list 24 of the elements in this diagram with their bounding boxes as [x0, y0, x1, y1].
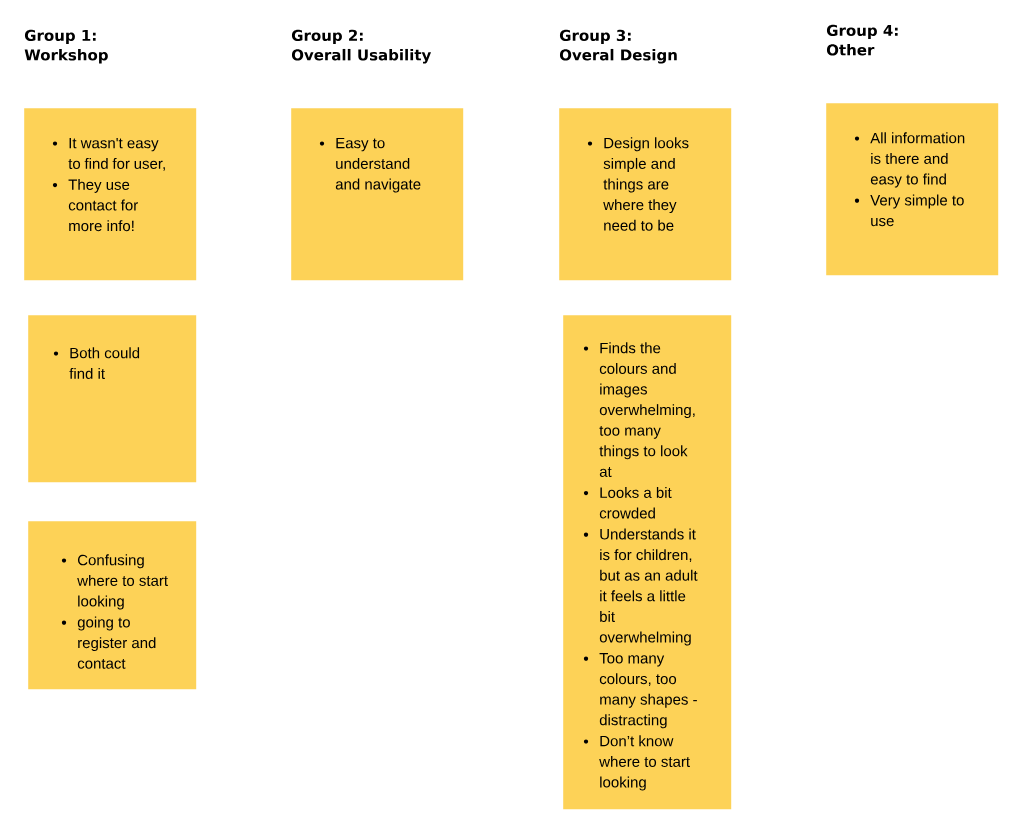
note-text: It wasn't easy to find for user,: [68, 137, 165, 171]
note-text: Too many colours, too many shapes - distracting: [599, 653, 697, 729]
note-text: Easy to understand and navigate: [335, 137, 421, 193]
group-heading: Group 2: Overall Usability: [291, 29, 431, 64]
sticky-note: [563, 315, 732, 810]
note-text: Both could find it: [69, 347, 140, 379]
sticky-note: [826, 103, 999, 276]
note-text: Understands it is for children, but as an adult it feels a little bit overwhelming: [599, 528, 698, 646]
sticky-note: [28, 521, 197, 690]
note-text: going to register and contact: [77, 616, 156, 669]
group-heading: Group 1: Workshop: [24, 29, 108, 64]
note-text: All information is there and easy to find: [870, 132, 965, 188]
note-text: Don’t know where to start looking: [599, 735, 690, 791]
group-heading: Group 3: Overal Design: [559, 29, 677, 64]
note-text: Design looks simple and things are where they need to be: [603, 137, 689, 231]
note-text: Looks a bit crowded: [599, 486, 672, 519]
note-text: They use contact for more info!: [68, 178, 138, 232]
sticky-note: [291, 108, 464, 281]
sticky-note: [24, 108, 197, 281]
sticky-note: [28, 315, 197, 483]
group-heading: Group 4: Other: [826, 24, 898, 56]
note-text: Finds the colours and images overwhelming, too many things to look at: [599, 342, 695, 477]
sticky-note: [559, 108, 732, 281]
note-text: Very simple to use: [870, 194, 964, 227]
